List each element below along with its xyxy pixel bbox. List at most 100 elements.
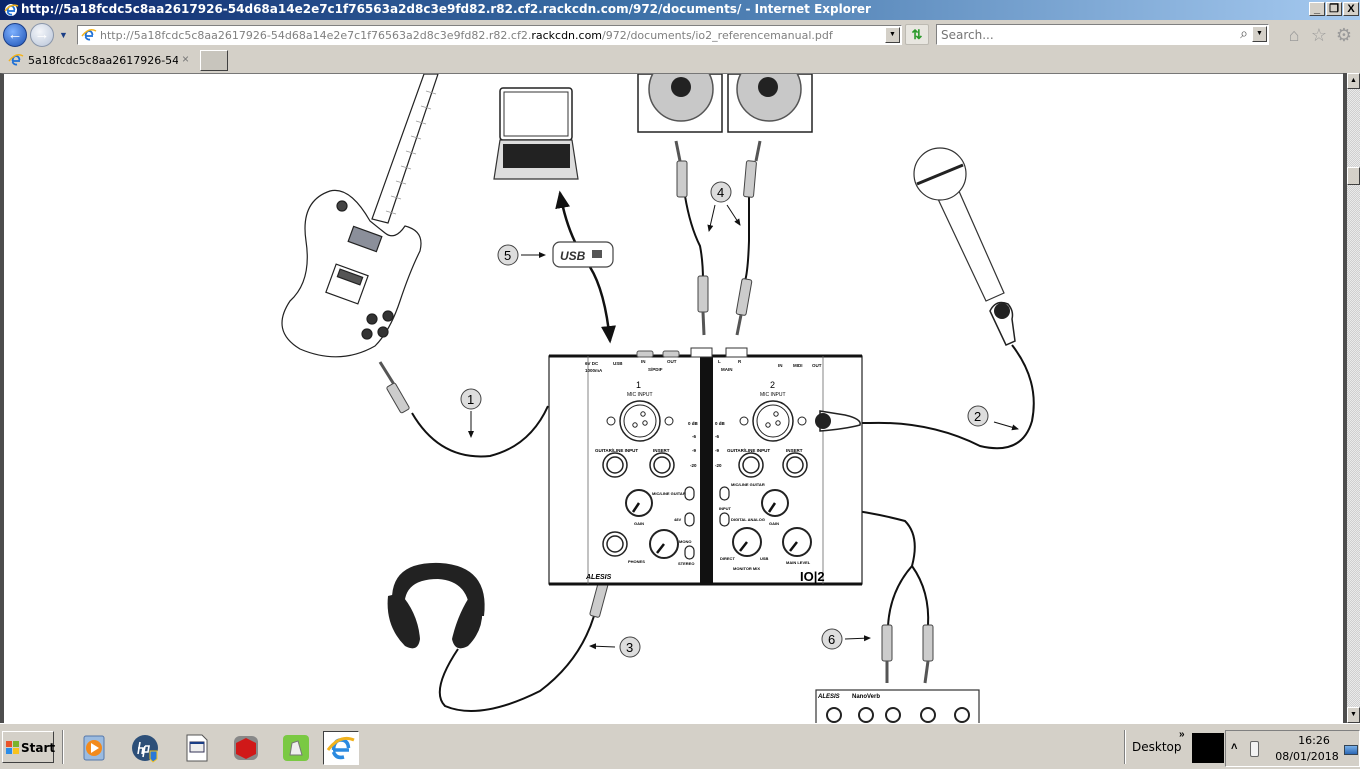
label-midi-in: IN xyxy=(778,363,783,368)
label-spdif-in: IN xyxy=(641,359,646,364)
guitar-frets xyxy=(385,90,437,215)
headphones xyxy=(387,562,609,712)
ch1-mic-input-label: MIC INPUT xyxy=(627,392,653,398)
usb-badge xyxy=(552,241,614,268)
label-power: 6V DC xyxy=(585,361,599,366)
input-label: INPUT xyxy=(719,506,732,511)
label-midi-out: OUT xyxy=(812,363,822,368)
callout-1-number: 1 xyxy=(467,392,474,407)
callout-1: 1 xyxy=(460,388,482,438)
label-spdif-out: OUT xyxy=(667,359,677,364)
mono-stereo-switch xyxy=(684,545,695,560)
clock-date[interactable]: 08/01/2018 xyxy=(1275,750,1339,763)
speaker-right xyxy=(727,74,813,133)
address-url[interactable]: http://5a18fcdc5c8aa2617926-54d68a14e2e7… xyxy=(100,29,833,42)
show-desktop-icon[interactable] xyxy=(1344,745,1358,755)
connection-diagram: USB xyxy=(281,74,1035,723)
vertical-scrollbar[interactable]: ▲ ▼ xyxy=(1343,73,1360,723)
usb-label: USB xyxy=(560,249,586,263)
callout-4-number: 4 xyxy=(717,185,724,200)
direct-label: DIRECT xyxy=(720,556,735,561)
forward-button[interactable]: → xyxy=(30,23,54,47)
meter-label: -9 xyxy=(715,448,719,453)
media-player-icon[interactable] xyxy=(80,733,110,763)
taskbar-black-region xyxy=(1192,733,1224,763)
meter-label: -20 xyxy=(715,463,722,468)
label-top-usb: USB xyxy=(613,361,623,366)
stereo-label: STEREO xyxy=(678,561,694,566)
green-app-icon[interactable] xyxy=(281,733,311,763)
guitar-jack xyxy=(336,200,348,212)
toolbar-overflow-icon[interactable]: » xyxy=(1179,729,1185,740)
search-dropdown-button[interactable]: ▼ xyxy=(1252,26,1267,42)
clock-time[interactable]: 16:26 xyxy=(1298,734,1330,747)
address-dropdown-button[interactable]: ▼ xyxy=(885,27,900,43)
phantom-switch xyxy=(684,512,695,527)
history-dropdown-icon[interactable]: ▼ xyxy=(59,30,68,40)
label-main-r: R xyxy=(738,359,742,364)
phones-label: PHONES xyxy=(628,559,645,564)
pdf-viewer-page: USB xyxy=(0,73,1343,723)
minimize-button[interactable]: _ xyxy=(1309,2,1325,16)
taskbar-separator xyxy=(1124,730,1126,764)
usb-cable: USB xyxy=(552,190,616,344)
ch1-gain-label: GAIN xyxy=(634,521,644,526)
ch1-guitar-line-label: GUITAR/LINE INPUT xyxy=(595,448,638,453)
home-icon[interactable]: ⌂ xyxy=(1288,25,1300,45)
restore-button[interactable]: ❐ xyxy=(1326,2,1342,16)
tab-document[interactable]: 5a18fcdc5c8aa2617926-54d... × xyxy=(4,50,196,71)
title-bar: http://5a18fcdc5c8aa2617926-54d68a14e2e7… xyxy=(0,0,1360,20)
meter-label: 0 dB xyxy=(688,421,699,426)
channel-2-number: 2 xyxy=(770,380,775,390)
document-icon[interactable] xyxy=(182,733,212,763)
system-tray: ˄ 16:26 08/01/2018 xyxy=(1225,730,1360,767)
guitar-knob xyxy=(377,326,389,338)
tools-gear-icon[interactable]: ⚙ xyxy=(1335,25,1353,45)
search-input[interactable] xyxy=(941,27,1221,42)
callout-6: 6 xyxy=(821,628,871,650)
scroll-up-button[interactable]: ▲ xyxy=(1347,73,1360,89)
meter-label: -6 xyxy=(692,434,696,439)
ch2-gain-label: GAIN xyxy=(769,521,779,526)
close-button[interactable]: X xyxy=(1343,2,1359,16)
ch1-mic-guitar-switch xyxy=(684,486,695,501)
compatibility-refresh-button[interactable]: ⇅ xyxy=(905,24,929,45)
battery-icon[interactable] xyxy=(1250,741,1259,757)
internet-explorer-taskbar-button[interactable] xyxy=(323,731,359,765)
guitar-pickguard-plate xyxy=(325,263,369,305)
tab-label: 5a18fcdc5c8aa2617926-54d... xyxy=(28,54,178,67)
new-tab-button[interactable] xyxy=(200,50,228,71)
label-midi: MIDI xyxy=(793,363,803,368)
taskbar-separator xyxy=(62,730,64,764)
device-center-strip xyxy=(700,356,713,584)
address-bar[interactable]: http://5a18fcdc5c8aa2617926-54d68a14e2e7… xyxy=(77,25,902,45)
scroll-down-button[interactable]: ▼ xyxy=(1347,707,1360,723)
ch2-mic-line-guitar-label: MIC/LINE GUITAR xyxy=(731,482,765,487)
ch2-mic-input-label: MIC INPUT xyxy=(760,392,786,398)
label-spdif: S/PDIF xyxy=(648,367,663,372)
ch2-mic-guitar-switch xyxy=(719,486,730,501)
callout-2-number: 2 xyxy=(974,409,981,424)
show-hidden-icons-button[interactable]: ˄ xyxy=(1231,741,1238,753)
red-cube-app-icon[interactable] xyxy=(231,733,261,763)
scroll-thumb[interactable] xyxy=(1347,167,1360,185)
search-icon[interactable]: ⌕ xyxy=(1240,25,1248,41)
back-arrow-icon: ← xyxy=(7,26,23,43)
guitar-neck xyxy=(371,74,439,224)
taskbar: Start Desktop » ˄ 16:26 08/01/2018 xyxy=(0,723,1360,768)
speaker-cables xyxy=(674,140,762,336)
label-main-l: L xyxy=(718,359,721,364)
label-power-sub: 1000mA xyxy=(585,368,603,373)
back-button[interactable]: ← xyxy=(3,23,27,47)
xlr-plug xyxy=(819,410,861,432)
desktop-toolbar-label[interactable]: Desktop xyxy=(1132,740,1182,754)
search-box[interactable]: ⌕ ▼ xyxy=(936,24,1269,45)
main-level-label: MAIN LEVEL xyxy=(786,560,811,565)
start-button[interactable]: Start xyxy=(2,731,55,763)
tab-close-icon[interactable]: × xyxy=(182,52,190,66)
laptop xyxy=(493,87,579,180)
favorites-star-icon[interactable]: ☆ xyxy=(1310,25,1328,45)
fx-model: NanoVerb xyxy=(852,694,880,700)
hp-support-icon[interactable] xyxy=(130,733,160,763)
navigation-bar: ← → ▼ http://5a18fcdc5c8aa2617926-54d68a… xyxy=(0,20,1360,48)
